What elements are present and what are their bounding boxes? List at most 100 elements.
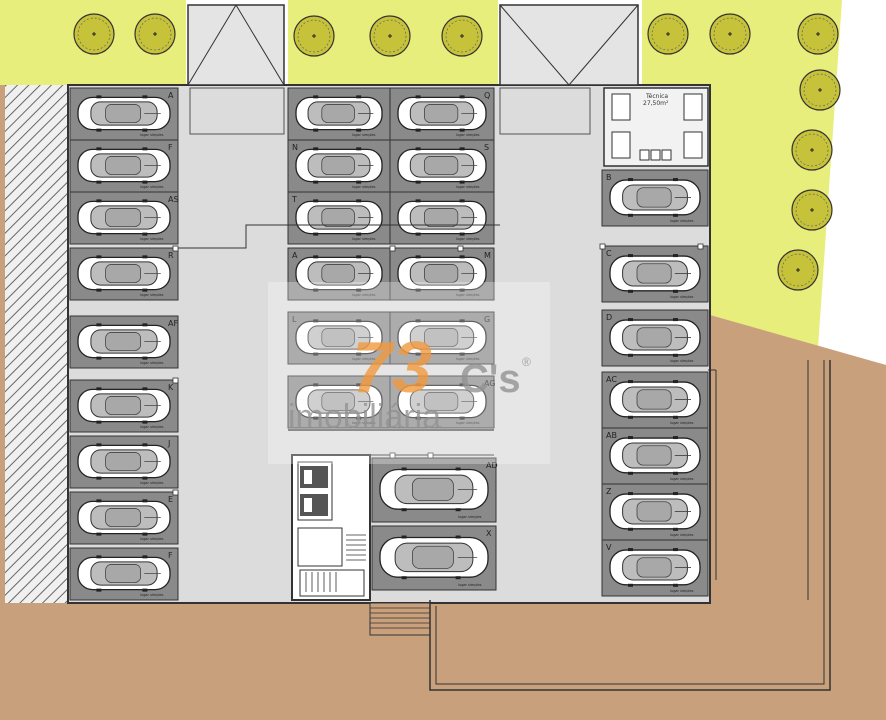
ramp-top-right bbox=[499, 4, 639, 86]
bay-code: AC bbox=[606, 375, 617, 384]
parking-bay: AB lugar simples bbox=[601, 427, 709, 485]
watermark-registered: ® bbox=[522, 355, 531, 369]
parked-car-icon bbox=[609, 380, 701, 419]
tree-icon bbox=[441, 15, 483, 57]
tree-icon bbox=[791, 129, 833, 171]
exit-steps bbox=[369, 602, 431, 636]
path-line bbox=[429, 360, 831, 691]
parked-car-icon bbox=[295, 383, 383, 420]
parked-car-icon bbox=[77, 255, 171, 292]
bay-code: AD bbox=[486, 461, 498, 470]
technical-room-label: Técnica bbox=[645, 93, 668, 100]
parked-car-icon bbox=[77, 199, 171, 236]
bay-code: X bbox=[486, 529, 492, 538]
bay-code: N bbox=[292, 143, 298, 152]
stairs-icon bbox=[299, 534, 366, 597]
bay-caption: lugar simples bbox=[456, 421, 480, 425]
ramp-top-left bbox=[187, 4, 285, 86]
parked-car-icon bbox=[77, 387, 171, 424]
watermark-brand-letters: C's bbox=[460, 357, 521, 401]
tree-icon bbox=[777, 249, 819, 291]
bay-caption: lugar simples bbox=[140, 185, 164, 189]
stair-core bbox=[291, 454, 371, 601]
tree-icon bbox=[799, 69, 841, 111]
bay-caption: lugar simples bbox=[352, 357, 376, 361]
parked-car-icon bbox=[77, 555, 171, 592]
parked-car-icon bbox=[295, 319, 383, 356]
bay-caption: lugar simples bbox=[456, 185, 480, 189]
parked-car-icon bbox=[77, 443, 171, 480]
bay-caption: lugar simples bbox=[352, 293, 376, 297]
bay-code: AF bbox=[168, 319, 178, 328]
parked-car-icon bbox=[295, 199, 383, 236]
parking-bay: lugar simples bbox=[389, 191, 495, 245]
bay-caption: lugar simples bbox=[670, 533, 694, 537]
parked-car-icon bbox=[77, 323, 171, 360]
bay-caption: lugar simples bbox=[352, 185, 376, 189]
bay-caption: lugar simples bbox=[456, 357, 480, 361]
parked-car-icon bbox=[397, 95, 487, 132]
parked-car-icon bbox=[295, 147, 383, 184]
watermark: 73 C's ® imobiliária bbox=[268, 282, 550, 464]
parked-car-icon bbox=[609, 318, 701, 357]
bay-caption: lugar simples bbox=[458, 583, 482, 587]
bay-caption: lugar simples bbox=[352, 237, 376, 241]
bay-code: S bbox=[484, 143, 489, 152]
bay-code: F bbox=[168, 551, 173, 560]
bay-code: K bbox=[168, 383, 174, 392]
parked-car-icon bbox=[397, 319, 487, 356]
bay-caption: lugar simples bbox=[458, 515, 482, 519]
bay-caption: lugar simples bbox=[140, 537, 164, 541]
trees bbox=[73, 13, 841, 291]
bay-code: B bbox=[606, 173, 612, 182]
tree-icon bbox=[73, 13, 115, 55]
bay-code: L bbox=[292, 315, 297, 324]
parked-car-icon bbox=[77, 95, 171, 132]
technical-room-area: 27,50m² bbox=[643, 100, 669, 107]
bay-code: R bbox=[168, 251, 174, 260]
parked-car-icon bbox=[77, 499, 171, 536]
parking-bay: lugar simples bbox=[287, 87, 391, 141]
bay-code: A bbox=[168, 91, 174, 100]
bay-code: G bbox=[484, 315, 490, 324]
bay-caption: lugar simples bbox=[140, 133, 164, 137]
hatched-wall-left bbox=[5, 85, 67, 603]
bay-caption: lugar simples bbox=[670, 421, 694, 425]
parked-car-icon bbox=[295, 255, 383, 292]
bay-caption: lugar simples bbox=[456, 133, 480, 137]
bay-caption: lugar simples bbox=[670, 477, 694, 481]
technical-room: Técnica 27,50m² bbox=[603, 87, 709, 167]
bay-code: J bbox=[167, 439, 170, 448]
bay-caption: lugar simples bbox=[352, 421, 376, 425]
bay-code: AB bbox=[606, 431, 617, 440]
tree-icon bbox=[797, 13, 839, 55]
bay-code: D bbox=[606, 313, 612, 322]
parking-bay: lugar simples bbox=[287, 375, 391, 429]
bay-caption: lugar simples bbox=[140, 237, 164, 241]
parked-car-icon bbox=[379, 467, 489, 512]
bay-code: C bbox=[606, 249, 612, 258]
bay-caption: lugar simples bbox=[670, 359, 694, 363]
tree-icon bbox=[293, 15, 335, 57]
parked-car-icon bbox=[397, 199, 487, 236]
bay-code: AG bbox=[484, 379, 496, 388]
